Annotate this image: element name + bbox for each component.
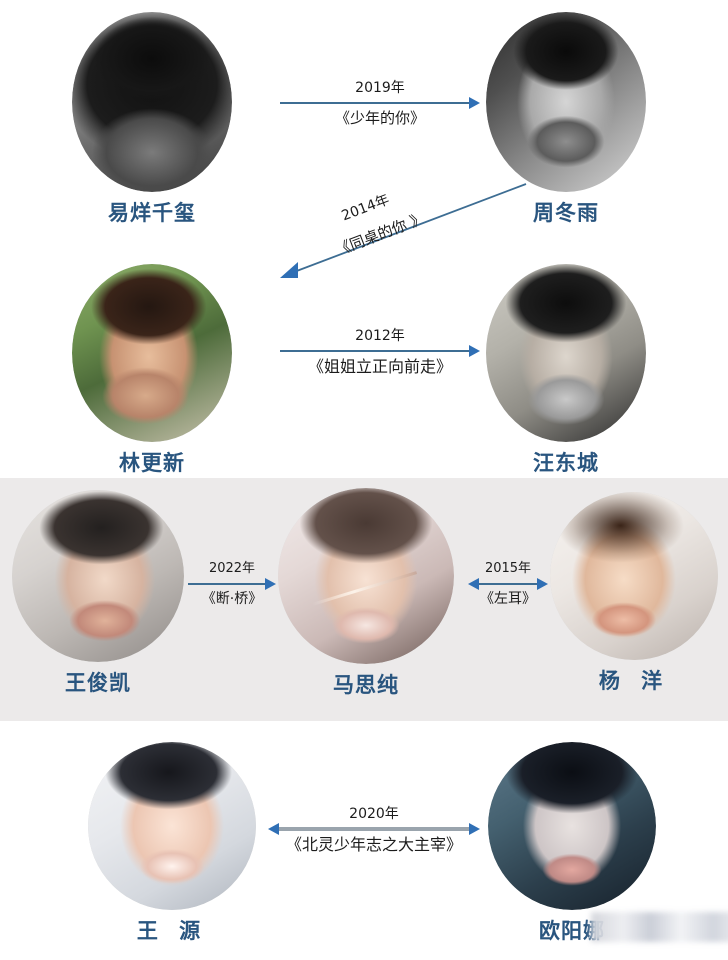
- connection-zhou-dong-yu-to-lin-geng-xin: 2014年 《同桌的你 》: [264, 180, 532, 290]
- avatar-yang-yang[interactable]: [550, 492, 718, 660]
- arrow-head-right-icon: [469, 345, 480, 358]
- connection-work-label: 《北灵少年志之大主宰》: [285, 835, 462, 855]
- person-name-label: 马思纯: [333, 673, 399, 697]
- person-name-label: 王俊凯: [65, 671, 131, 695]
- arrow-head-left-icon: [468, 577, 479, 590]
- arrow-head-left-icon: [280, 262, 298, 278]
- connection-year-label: 2020年: [349, 806, 399, 822]
- avatar-wang-dong-cheng[interactable]: [486, 264, 646, 442]
- person-name-label: 杨 洋: [598, 669, 670, 693]
- arrow-line: [280, 102, 469, 105]
- avatar-yi-yang-qian-xi[interactable]: [72, 12, 232, 192]
- person-node-wang-dong-cheng[interactable]: 汪东城: [482, 264, 650, 477]
- connection-wang-yuan-to-ouyang-nana: 2020年 《北灵少年志之大主宰》: [268, 806, 480, 854]
- portrait-ma-si-chun-image: [278, 488, 454, 664]
- person-name-label: 易烊千玺: [108, 201, 196, 225]
- arrow-right: [280, 97, 480, 110]
- person-name-label: 王 源: [136, 919, 208, 943]
- person-node-ouyang-nana[interactable]: 欧阳娜: [484, 742, 728, 945]
- person-node-ma-si-chun[interactable]: 马思纯: [274, 488, 458, 699]
- connection-work-label: 《断·桥》: [201, 590, 263, 607]
- arrow-line: [293, 183, 527, 273]
- arrow-right: [280, 345, 480, 358]
- person-name-wrapper: 欧阳娜: [539, 910, 728, 945]
- person-node-wang-yuan[interactable]: 王 源: [84, 742, 260, 945]
- connection-work-label: 《少年的你》: [334, 109, 425, 128]
- arrow-bidirectional: [268, 823, 480, 836]
- arrow-head-right-icon: [265, 577, 276, 590]
- person-node-lin-geng-xin[interactable]: 林更新: [68, 264, 236, 477]
- arrow-line: [479, 582, 537, 585]
- connection-wang-jun-kai-to-ma-si-chun: 2022年 《断·桥》: [188, 561, 276, 607]
- arrow-head-left-icon: [268, 823, 279, 836]
- arrow-head-right-icon: [537, 577, 548, 590]
- portrait-yang-yang-image: [550, 492, 718, 660]
- portrait-lin-geng-xin-image: [72, 264, 232, 442]
- arrow-head-right-icon: [469, 823, 480, 836]
- arrow-line: [188, 582, 265, 585]
- connection-ma-si-chun-to-yang-yang: 2015年 《左耳》: [468, 561, 548, 607]
- portrait-wang-dong-cheng-image: [486, 264, 646, 442]
- person-node-yang-yang[interactable]: 杨 洋: [546, 492, 722, 695]
- connection-work-label: 《姐姐立正向前走》: [307, 357, 452, 377]
- connection-work-label: 《左耳》: [480, 590, 536, 607]
- watermark-blur-overlay: [591, 912, 728, 942]
- person-node-wang-jun-kai[interactable]: 王俊凯: [8, 490, 188, 697]
- avatar-zhou-dong-yu[interactable]: [486, 12, 646, 192]
- connection-year-label: 2019年: [355, 80, 405, 96]
- person-node-zhou-dong-yu[interactable]: 周冬雨: [482, 12, 650, 227]
- portrait-zhou-dong-yu-image: [486, 12, 646, 192]
- avatar-ouyang-nana[interactable]: [488, 742, 656, 910]
- person-name-label: 汪东城: [533, 451, 599, 475]
- connection-year-label: 2022年: [208, 561, 256, 576]
- arrow-right: [188, 577, 276, 590]
- avatar-lin-geng-xin[interactable]: [72, 264, 232, 442]
- arrow-bidirectional: [468, 577, 548, 590]
- arrow-head-right-icon: [469, 97, 480, 110]
- portrait-wang-yuan-image: [88, 742, 256, 910]
- connection-yi-yang-qian-xi-to-zhou-dong-yu: 2019年 《少年的你》: [280, 80, 480, 127]
- person-name-label: 周冬雨: [533, 201, 599, 225]
- person-node-yi-yang-qian-xi[interactable]: 易烊千玺: [68, 12, 236, 227]
- connection-year-label: 2012年: [355, 328, 405, 344]
- arrow-line: [279, 827, 469, 832]
- portrait-yi-yang-qian-xi-image: [72, 12, 232, 192]
- connection-year-label: 2015年: [484, 561, 532, 576]
- arrow-line: [280, 350, 469, 353]
- portrait-wang-jun-kai-image: [12, 490, 184, 662]
- avatar-wang-yuan[interactable]: [88, 742, 256, 910]
- portrait-ouyang-nana-image: [488, 742, 656, 910]
- person-name-label: 林更新: [119, 451, 185, 475]
- avatar-wang-jun-kai[interactable]: [12, 490, 184, 662]
- avatar-ma-si-chun[interactable]: [278, 488, 454, 664]
- connection-lin-geng-xin-to-wang-dong-cheng: 2012年 《姐姐立正向前走》: [280, 328, 480, 376]
